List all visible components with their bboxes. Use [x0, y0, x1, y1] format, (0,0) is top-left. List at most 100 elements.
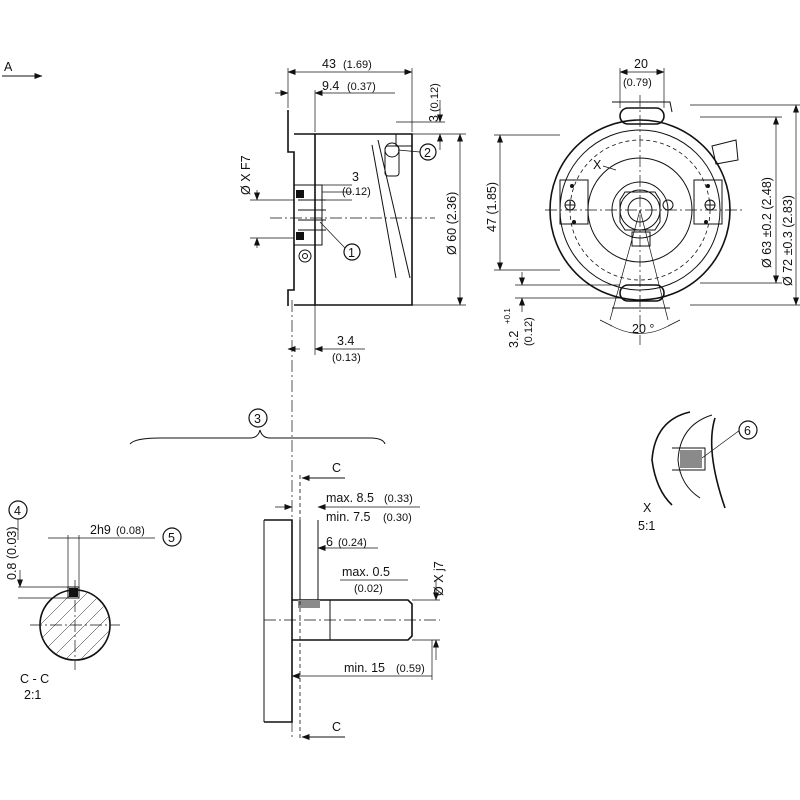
callout-1-circle	[343, 243, 361, 261]
callout-6-circle	[738, 420, 758, 440]
angle-ticks	[599, 319, 681, 327]
section-marker-bottom: C	[332, 720, 341, 734]
dim-3-2-value: 3.2	[507, 331, 521, 348]
bore-lines	[250, 199, 294, 239]
dim-7-5-inch: (0.30)	[383, 512, 412, 524]
ear-dot-a	[570, 184, 574, 188]
dim-3-top-inch: (0.12)	[429, 83, 441, 112]
dim-angle-label: 20 °	[632, 322, 654, 336]
dim-9-4-value: 9.4	[322, 79, 339, 93]
callout-4: 4	[14, 504, 21, 518]
section-marker-top: C	[332, 461, 341, 475]
key	[69, 588, 78, 597]
dim-9-4-inch: (0.37)	[347, 81, 376, 93]
clamp-screw-bottom	[296, 232, 304, 240]
detail-inner-arc	[677, 414, 713, 499]
dim-2h9-value: 2h9	[90, 523, 111, 537]
dim-2h9-inch: (0.08)	[116, 525, 145, 537]
ground-pin-head	[384, 142, 400, 158]
clamp-screw-top	[296, 190, 304, 198]
ear-dot-b	[572, 220, 576, 224]
ear-dot-d	[704, 220, 708, 224]
inner-step-lines	[322, 184, 352, 201]
dim-63-label: Ø 63 ±0.2 (2.48)	[760, 177, 774, 268]
clamp-block	[293, 184, 323, 246]
clamp-ribs	[298, 199, 326, 231]
flange-body-joint	[294, 133, 315, 306]
encoder-housing	[314, 133, 413, 306]
shaft-variant-brace: 3	[129, 408, 386, 445]
dim-47-label: 47 (1.85)	[485, 182, 499, 232]
detail-x-title: X	[643, 501, 652, 515]
cover-step	[395, 134, 412, 147]
detail-x-marker: X	[593, 158, 602, 172]
detail-x-scale: 5:1	[638, 519, 655, 533]
bottom-slot	[619, 284, 665, 302]
dim-15-value: min. 15	[344, 661, 385, 675]
detail-outer-arc	[651, 411, 691, 506]
hub-walls	[299, 520, 319, 600]
ground-pin	[384, 145, 400, 177]
dim-3-4-value: 3.4	[337, 334, 354, 348]
dim-20-value: 20	[634, 57, 648, 71]
callout-3: 3	[254, 412, 261, 426]
side-view: 43 (1.69) 9.4 (0.37) 3 (0.12) Ø X F7 3 (…	[239, 57, 466, 440]
callout-1: 1	[348, 246, 355, 260]
dim-8-5-inch: (0.33)	[384, 493, 413, 505]
callout-3-circle	[248, 408, 268, 428]
dim-20-inch: (0.79)	[623, 77, 652, 89]
shaft-view: C C max. 8.5 (0.33) min. 7.5 (0.30) 6 (0…	[263, 440, 446, 740]
dim-shaft-label: Ø X j7	[432, 561, 446, 596]
dim-3-2-inch: (0.12)	[523, 317, 535, 346]
section-title: C - C	[20, 672, 49, 686]
clamp-ring	[619, 191, 661, 231]
keyway	[67, 586, 80, 599]
callout-2-leader	[397, 149, 421, 153]
callout-6: 6	[744, 424, 751, 438]
dim-0-8-label: 0.8 (0.03)	[5, 526, 19, 580]
clamp-bolt	[298, 249, 312, 263]
view-label-a: A	[4, 60, 13, 74]
angle-line-b	[639, 209, 669, 321]
dim-60-label: Ø 60 (2.36)	[445, 192, 459, 255]
dim-0-5-inch: (0.02)	[354, 583, 383, 595]
callout-5: 5	[168, 531, 175, 545]
dim-inner-value: 3	[352, 170, 359, 184]
dim-3-4-inch: (0.13)	[332, 352, 361, 364]
dim-inner-inch: (0.12)	[342, 186, 371, 198]
view-direction-a: A	[2, 60, 43, 79]
detail-x-leader	[602, 165, 617, 171]
mounting-flange	[287, 110, 295, 306]
front-view: X 20 (0.79) 47 (1.85) Ø 63 ±0.2 (2.48) Ø…	[485, 57, 800, 348]
callout-5-circle	[162, 527, 182, 547]
set-screw	[298, 600, 320, 608]
dim-8-5-value: max. 8.5	[326, 491, 374, 505]
dim-3-top-value: 3	[427, 115, 441, 122]
detail-x-view: 6 X 5:1	[638, 411, 758, 533]
screw-crosses	[565, 200, 715, 210]
dim-43-inch: (1.69)	[343, 59, 372, 71]
detail-notch-fill	[680, 450, 702, 468]
detail-notch	[672, 447, 706, 471]
cover-curve-inner	[371, 144, 397, 279]
customer-housing	[264, 519, 293, 723]
dim-72-label: Ø 72 ±0.3 (2.83)	[781, 195, 795, 286]
callout-2: 2	[424, 146, 431, 160]
callout-6-leader	[701, 429, 741, 459]
cable-stub	[711, 139, 739, 165]
right-ear	[693, 179, 723, 225]
dim-7-5-value: min. 7.5	[326, 510, 371, 524]
clamp-bolt-core	[302, 253, 308, 259]
angle-line-a	[609, 209, 641, 321]
brace	[129, 429, 386, 445]
dim-bore-label: Ø X F7	[239, 155, 253, 195]
section-c-c: 0.8 (0.03) 2h9 (0.08) 4 5 C - C 2:1	[5, 500, 182, 702]
dim-15-inch: (0.59)	[396, 663, 425, 675]
dim-6-inch: (0.24)	[338, 537, 367, 549]
cover-curve	[377, 139, 411, 279]
dim-3-2-tolerance: +0.1	[503, 308, 512, 324]
callout-2-circle	[419, 143, 437, 161]
detail-right-edge	[710, 417, 726, 509]
section-scale: 2:1	[24, 688, 41, 702]
